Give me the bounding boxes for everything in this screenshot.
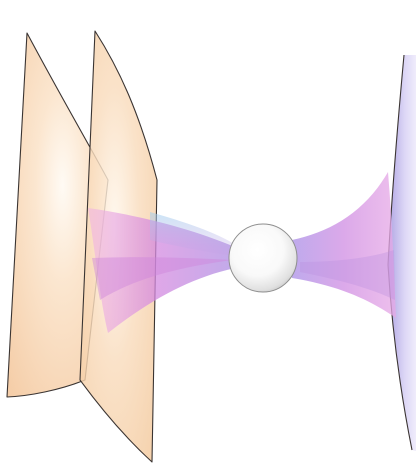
funnel-right bbox=[292, 172, 396, 318]
central-sphere bbox=[229, 224, 297, 292]
